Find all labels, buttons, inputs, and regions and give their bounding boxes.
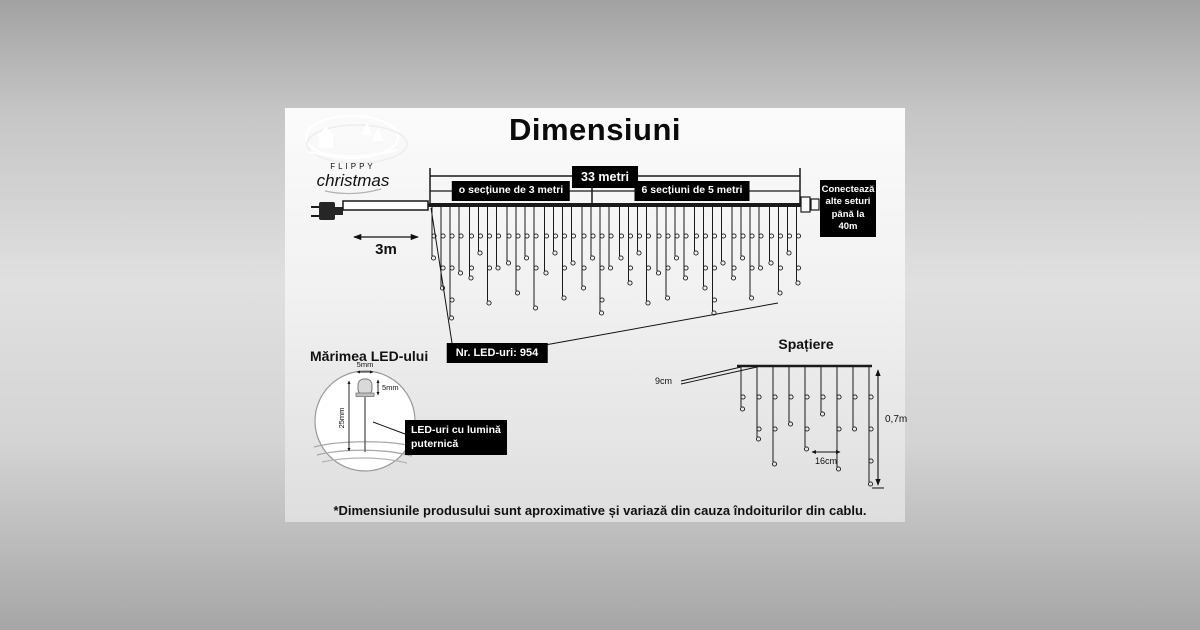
- logo-cloud-sketch: [304, 114, 400, 160]
- connect-note-line1: Conectează: [821, 184, 875, 195]
- drop-height-label: 0,7m: [885, 414, 908, 425]
- connect-note-badge: Conectează alte seturi până la 40m: [820, 180, 876, 238]
- plug-icon: [311, 202, 343, 220]
- connector-icon: [800, 196, 820, 213]
- page-title: Dimensiuni: [508, 112, 682, 147]
- spacing-heading: Spațiere: [778, 336, 834, 352]
- logo-brand-script: christmas: [317, 171, 390, 190]
- led-spacing-label: 16cm: [814, 456, 838, 466]
- brand-logo: FLIPPY christmas: [304, 114, 408, 195]
- led-count-badge: Nr. LED-uri: 954: [446, 343, 548, 364]
- total-length-badge: 33 metri: [572, 166, 638, 189]
- sections-5m-badge: 6 secțiuni de 5 metri: [634, 181, 750, 201]
- logo-brand-top: FLIPPY: [330, 162, 376, 171]
- led-size-diagram: 5mm 5mm 25mm: [313, 360, 416, 472]
- connect-note-line3: până la 40m: [831, 208, 865, 233]
- led-callout-line1: LED-uri cu lumină: [411, 424, 501, 436]
- footnote: *Dimensiunile produsului sunt aproximati…: [333, 503, 867, 518]
- led-length-label: 25mm: [337, 408, 346, 429]
- led-callout-line2: puternică: [411, 437, 459, 450]
- icicle-drops: [430, 206, 874, 487]
- lead-length-label: 3m: [375, 241, 397, 258]
- section-3m-badge: o secțiune de 3 metri: [451, 181, 571, 201]
- led-size-heading: Mărimea LED-ului: [310, 348, 429, 364]
- led-callout-badge: LED-uri cu lumină puternică: [405, 420, 507, 456]
- led-width-label: 5mm: [357, 360, 374, 369]
- lead-cable: [342, 200, 429, 211]
- logo-tree-icon: [362, 122, 372, 135]
- logo-house-icon: [317, 127, 335, 136]
- drop-spacing-label: 9cm: [655, 376, 673, 386]
- connect-note-line2: alte seturi: [825, 196, 871, 208]
- led-height-label: 5mm: [382, 383, 399, 392]
